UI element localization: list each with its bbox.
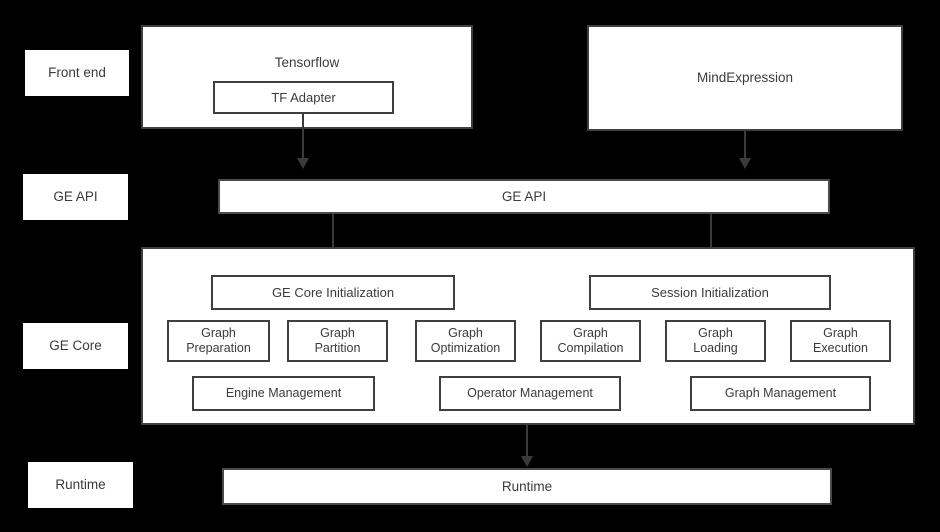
graph-optimization-label: Graph Optimization [430, 326, 501, 355]
tensorflow-panel-title: Tensorflow [274, 55, 340, 70]
arrowhead-mindexpression-to-ge-api-icon [739, 158, 751, 169]
tier-label-runtime: Runtime [28, 462, 133, 508]
graph-execution-label: Graph Execution [813, 326, 868, 355]
graph-loading-label: Graph Loading [693, 326, 738, 355]
arrowhead-tf-adapter-to-ge-api-icon [297, 158, 309, 169]
connector-mindexpression-to-ge-api [744, 131, 746, 160]
graph-preparation-label: Graph Preparation [186, 326, 251, 355]
arrowhead-ge-core-to-runtime-icon [521, 456, 533, 467]
session-initialization-node[interactable]: Session Initialization [589, 275, 831, 310]
ge-api-bar[interactable]: GE API [218, 179, 830, 214]
graph-management-label: Graph Management [724, 386, 837, 401]
graph-optimization-node[interactable]: Graph Optimization [415, 320, 516, 362]
graph-compilation-label: Graph Compilation [557, 326, 624, 355]
tier-label-front-end-text: Front end [48, 65, 106, 81]
tier-label-ge-core: GE Core [23, 323, 128, 369]
tier-label-ge-core-text: GE Core [49, 338, 102, 354]
connector-tf-adapter-to-ge-api [302, 114, 304, 160]
session-initialization-label: Session Initialization [651, 284, 769, 300]
tier-label-ge-api: GE API [23, 174, 128, 220]
operator-management-node[interactable]: Operator Management [439, 376, 621, 411]
runtime-bar-label: Runtime [501, 478, 553, 494]
engine-management-node[interactable]: Engine Management [192, 376, 375, 411]
connector-ge-api-to-ge-core-init [332, 214, 334, 265]
connector-ge-api-to-session-init [710, 214, 712, 265]
mindexpression-panel[interactable]: MindExpression [587, 25, 903, 131]
mindexpression-label: MindExpression [696, 70, 794, 86]
graph-management-node[interactable]: Graph Management [690, 376, 871, 411]
graph-execution-node[interactable]: Graph Execution [790, 320, 891, 362]
connector-ge-core-to-runtime [526, 425, 528, 458]
engine-management-label: Engine Management [225, 386, 342, 401]
runtime-bar[interactable]: Runtime [222, 468, 832, 505]
operator-management-label: Operator Management [467, 386, 593, 401]
ge-core-initialization-node[interactable]: GE Core Initialization [211, 275, 455, 310]
ge-core-initialization-label: GE Core Initialization [271, 284, 395, 300]
tier-label-front-end: Front end [25, 50, 129, 96]
graph-preparation-node[interactable]: Graph Preparation [167, 320, 270, 362]
tier-label-ge-api-text: GE API [53, 189, 98, 205]
tf-adapter-label: TF Adapter [271, 89, 336, 105]
graph-partition-label: Graph Partition [314, 326, 361, 355]
graph-loading-node[interactable]: Graph Loading [665, 320, 766, 362]
ge-api-bar-label: GE API [501, 188, 547, 204]
graph-partition-node[interactable]: Graph Partition [287, 320, 388, 362]
tier-label-runtime-text: Runtime [55, 477, 106, 493]
tf-adapter-node[interactable]: TF Adapter [213, 81, 394, 114]
graph-compilation-node[interactable]: Graph Compilation [540, 320, 641, 362]
